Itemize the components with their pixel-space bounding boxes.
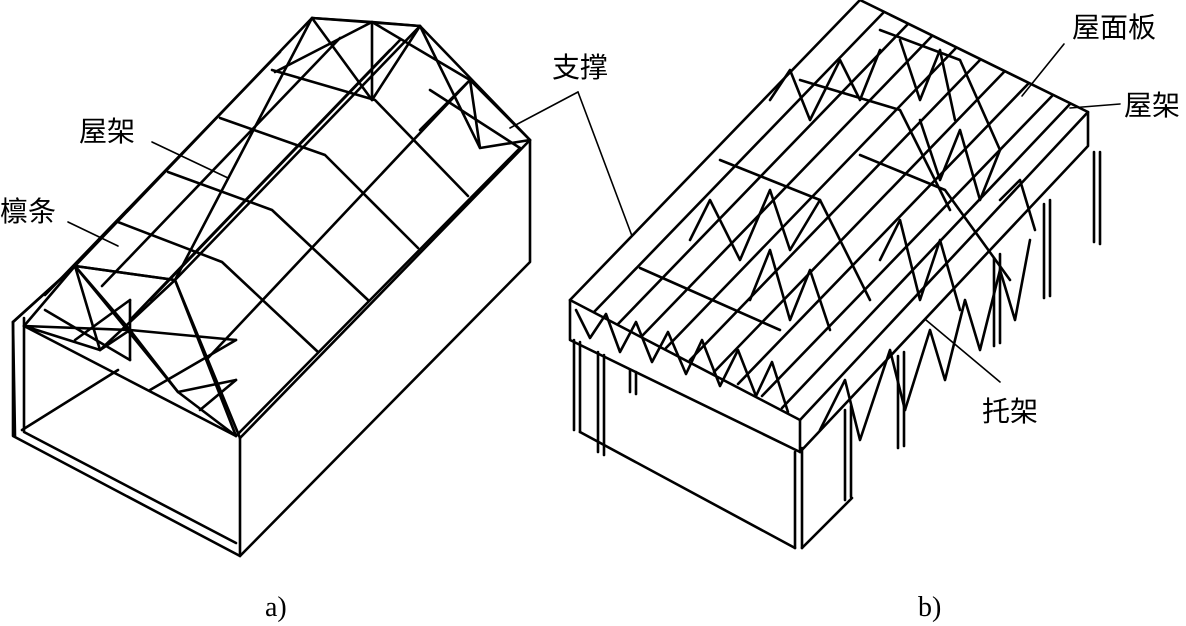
roof-panels-b — [592, 10, 1072, 410]
bracing-front-a — [11, 264, 238, 438]
trusses-a — [73, 68, 470, 354]
leader-roof-truss-a — [151, 141, 229, 179]
leader-bracing-b — [577, 91, 633, 237]
leader-roof-truss-b — [1069, 103, 1121, 109]
truss-webs-b — [688, 38, 1037, 332]
support-truss-b — [818, 238, 1032, 442]
label-purlin-a: 檩条 — [0, 195, 57, 228]
label-support-truss-b: 托架 — [982, 395, 1039, 428]
leader-support-truss-b — [925, 319, 1001, 383]
front-truss-b — [574, 308, 790, 414]
caption-b: b) — [918, 592, 942, 623]
label-roof-truss-a: 屋架 — [79, 115, 136, 148]
leader-lines — [67, 43, 1121, 383]
caption-a: a) — [265, 592, 287, 623]
columns-b — [572, 150, 1102, 550]
leader-bracing-a — [509, 91, 579, 129]
label-bracing: 支撑 — [552, 51, 609, 84]
walls-b — [578, 430, 854, 550]
leader-roof-panel-b — [1021, 43, 1065, 97]
label-roof-panel-b: 屋面板 — [1072, 11, 1157, 44]
wall-a — [11, 138, 532, 558]
bracing-back-a — [273, 16, 532, 150]
building-b — [568, 0, 1102, 550]
roof-outline-a — [11, 16, 532, 440]
label-roof-truss-b: 屋架 — [1124, 89, 1181, 122]
building-a — [11, 16, 532, 558]
purlins-a — [43, 36, 472, 360]
leader-purlin-a — [67, 221, 119, 247]
trusses-b — [638, 28, 1012, 332]
